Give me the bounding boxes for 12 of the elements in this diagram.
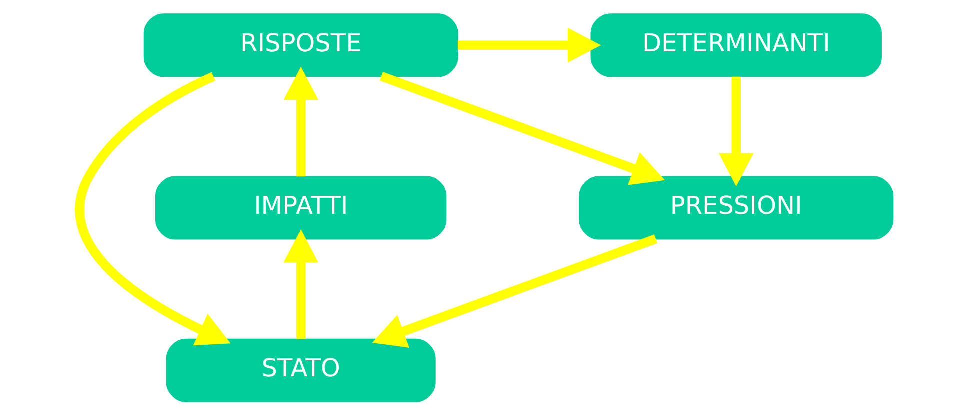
node-box: PRESSIONI (579, 176, 894, 240)
arrow (284, 66, 319, 177)
node-box: IMPATTI (155, 176, 447, 240)
arrow (284, 230, 319, 340)
arrow (372, 234, 658, 348)
node-box: RISPOSTE (144, 14, 458, 78)
node-box: DETERMINANTI (590, 14, 882, 78)
arrow (458, 28, 602, 63)
arrow (380, 72, 666, 186)
arrow (718, 76, 754, 187)
node-box: STATO (166, 338, 436, 402)
arrow (75, 72, 231, 346)
